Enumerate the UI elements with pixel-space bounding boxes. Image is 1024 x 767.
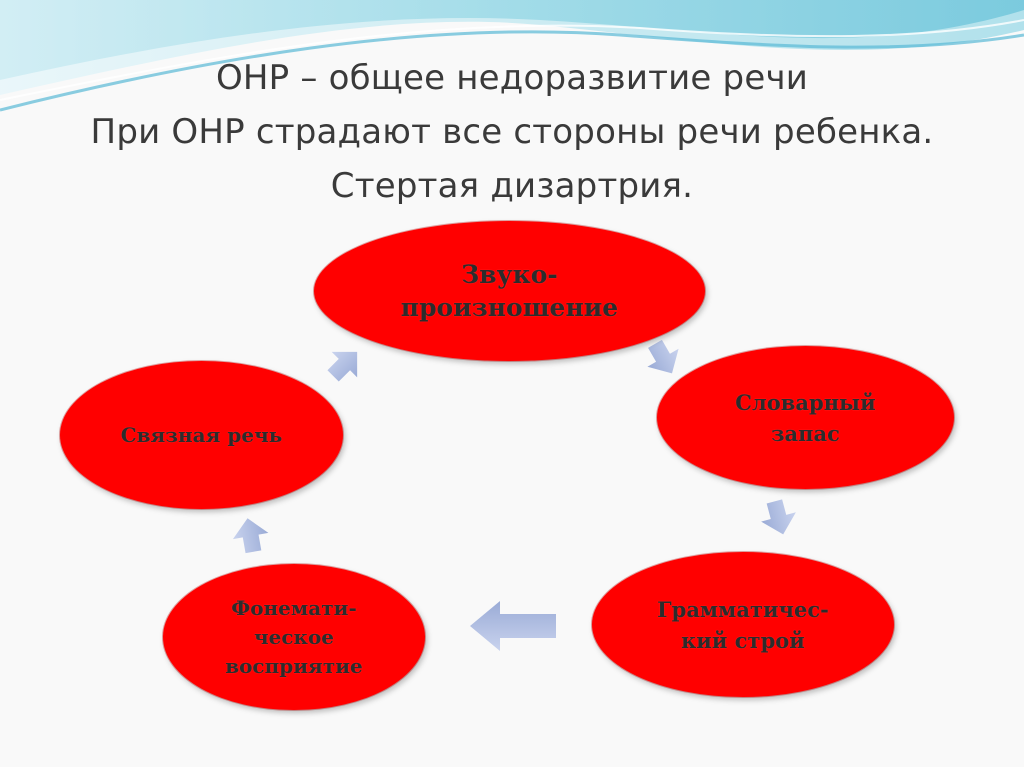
arrow-connected-to-sound bbox=[327, 351, 358, 382]
arrow-phonemic-to-connected bbox=[232, 518, 269, 554]
wave-decoration bbox=[0, 0, 1024, 112]
node-phonemic-perception: Фонемати- ческое восприятие bbox=[163, 564, 425, 710]
title-line-2: При ОНР страдают все стороны речи ребенк… bbox=[90, 112, 934, 152]
node-label: Словарный запас bbox=[735, 389, 876, 446]
title-line-3: Стертая дизартрия. bbox=[330, 166, 694, 206]
node-connected-speech: Связная речь bbox=[60, 361, 343, 509]
arrow-sound-to-vocab bbox=[647, 339, 679, 374]
node-vocabulary: Словарный запас bbox=[657, 346, 954, 489]
node-label: Грамматичес- кий строй bbox=[657, 596, 829, 653]
node-grammar: Грамматичес- кий строй bbox=[592, 552, 894, 697]
node-label: Звуко- произношение bbox=[400, 260, 619, 322]
node-label: Связная речь bbox=[120, 422, 283, 447]
node-label: Фонемати- ческое восприятие bbox=[225, 595, 363, 678]
title-line-1: ОНР – общее недоразвитие речи bbox=[215, 58, 809, 98]
arrow-grammar-to-phonemic bbox=[470, 601, 556, 651]
node-sound-pronunciation: Звуко- произношение bbox=[314, 221, 705, 361]
arrow-vocab-to-grammar bbox=[761, 499, 796, 535]
